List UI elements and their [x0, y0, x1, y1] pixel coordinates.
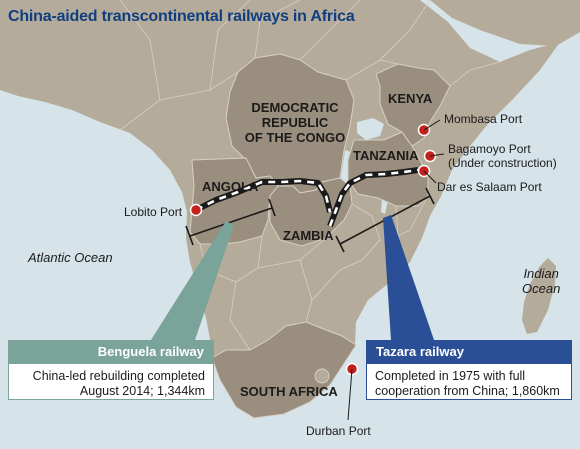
lesotho-shape: [314, 368, 330, 384]
kenya-label: KENYA: [388, 91, 433, 106]
arabia-landmass: [430, 0, 580, 46]
indian-ocean-label-line-1: Indian: [523, 266, 559, 281]
tazara-info-card: Tazara railway Completed in 1975 with fu…: [366, 340, 572, 400]
south-africa-shape: [211, 321, 357, 419]
lobito-port-label: Lobito Port: [124, 205, 183, 219]
tanzania-label: TANZANIA: [353, 148, 419, 163]
tazara-description-line-2: cooperation from China; 1,860km: [375, 384, 560, 398]
madagascar-landmass: [522, 258, 556, 334]
atlantic-ocean-label: Atlantic Ocean: [28, 250, 113, 265]
durban-port-label: Durban Port: [306, 424, 371, 438]
bagamoyo-port-name: Bagamoyo Port: [448, 142, 531, 156]
tazara-callout-wedge: [383, 215, 434, 340]
benguela-callout-wedge: [151, 221, 234, 340]
tazara-description-line-1: Completed in 1975 with full: [375, 369, 526, 383]
lobito-port-marker: [189, 203, 203, 217]
benguela-distance-bracket: [185, 198, 276, 246]
page-title: China-aided transcontinental railways in…: [8, 8, 355, 25]
drc-label-line-3: OF THE CONGO: [244, 130, 346, 145]
south-africa-label: SOUTH AFRICA: [240, 384, 338, 399]
benguela-info-card: Benguela railway China-led rebuilding co…: [8, 340, 214, 400]
tazara-railway-line: [327, 167, 419, 228]
benguela-railway-description: China-led rebuilding completed August 20…: [8, 364, 214, 400]
benguela-railway-name: Benguela railway: [8, 340, 214, 364]
mombasa-port-label: Mombasa Port: [444, 112, 523, 126]
lake-victoria: [357, 118, 384, 140]
drc-label-line-2: REPUBLIC: [261, 115, 329, 130]
indian-ocean-label: Indian Ocean: [522, 266, 560, 296]
drc-label: DEMOCRATIC REPUBLIC OF THE CONGO: [240, 100, 350, 145]
dar-es-salaam-port-label: Dar es Salaam Port: [437, 180, 542, 194]
tazara-railway-name: Tazara railway: [366, 340, 572, 364]
benguela-railway-line: [194, 178, 333, 213]
benguela-description-line-2: August 2014; 1,344km: [79, 384, 205, 398]
angola-label: ANGOLA: [202, 179, 259, 194]
drc-label-line-1: DEMOCRATIC: [251, 100, 339, 115]
zambia-label: ZAMBIA: [283, 228, 334, 243]
bagamoyo-port-status: (Under construction): [448, 156, 557, 170]
indian-ocean-label-line-2: Ocean: [522, 281, 561, 296]
tazara-railway-description: Completed in 1975 with full cooperation …: [366, 364, 572, 400]
bagamoyo-port-label: Bagamoyo Port (Under construction): [448, 142, 557, 170]
benguela-description-line-1: China-led rebuilding completed: [32, 369, 205, 383]
port-leader-lines: [347, 119, 445, 421]
